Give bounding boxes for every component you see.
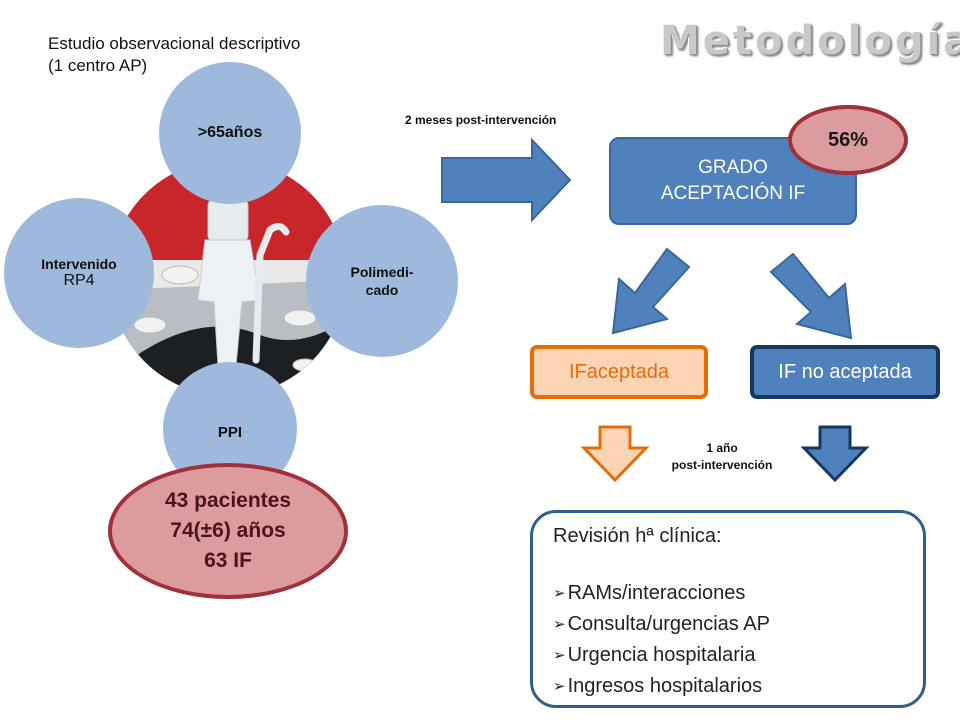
study-description: Estudio observacional descriptivo (1 cen… — [48, 33, 300, 77]
acceptance-percent: 56% — [827, 128, 869, 151]
post-intervention-2m-label: 2 meses post-intervención — [405, 113, 557, 127]
criteria-intervened-circle: Intervenido RP4 — [4, 198, 154, 348]
if-not-accepted-box: IF no aceptada — [750, 345, 940, 399]
criteria-polymedicated-label-1: Polimedi- — [350, 264, 414, 280]
post-1y-line-2: post-intervención — [671, 458, 773, 472]
study-line-2: (1 centro AP) — [48, 56, 148, 75]
post-intervention-1y-label: 1 año post-intervención — [654, 440, 790, 474]
acceptance-degree-line-1: GRADO — [698, 157, 768, 178]
patients-if: 63 IF — [204, 549, 252, 572]
patients-summary: 43 pacientes 74(±6) años 63 IF — [108, 463, 348, 599]
study-line-1: Estudio observacional descriptivo — [48, 34, 301, 53]
criteria-intervened-label-1: Intervenido — [41, 256, 117, 272]
if-accepted-label: IFaceptada — [568, 360, 670, 383]
if-accepted-box: IFaceptada — [530, 345, 708, 399]
blue-down-arrow-icon — [800, 425, 870, 483]
review-item: ➢RAMs/interacciones — [553, 582, 746, 604]
patients-count: 43 pacientes — [164, 489, 292, 512]
arrowhead-bullet-icon: ➢ — [553, 616, 566, 633]
review-item: ➢Urgencia hospitalaria — [553, 644, 756, 666]
acceptance-degree-line-2: ACEPTACIÓN IF — [660, 183, 806, 204]
right-arrow-icon — [441, 138, 572, 222]
arrowhead-bullet-icon: ➢ — [553, 678, 566, 695]
arrowhead-bullet-icon: ➢ — [553, 585, 566, 602]
page-title: Metodología — [660, 18, 960, 64]
if-not-accepted-label: IF no aceptada — [778, 360, 912, 383]
clinical-review-box: Revisión hª clínica: ➢RAMs/interacciones… — [530, 510, 926, 708]
criteria-age-label: >65años — [197, 124, 263, 141]
review-item: ➢Ingresos hospitalarios — [553, 675, 763, 697]
criteria-polymedicated-label-2: cado — [365, 282, 399, 298]
review-item: ➢Consulta/urgencias AP — [553, 613, 770, 635]
down-right-arrow-icon — [769, 252, 853, 340]
arrowhead-bullet-icon: ➢ — [553, 647, 566, 664]
clinical-review-heading: Revisión hª clínica: — [553, 525, 722, 547]
acceptance-percent-badge: 56% — [788, 105, 908, 175]
criteria-ppi-label: PPI — [217, 424, 243, 441]
down-left-arrow-icon — [611, 247, 691, 335]
orange-down-arrow-icon — [580, 425, 650, 483]
criteria-intervened-label-2: RP4 — [63, 272, 95, 289]
post-1y-line-1: 1 año — [706, 441, 738, 455]
criteria-polymedicated-circle: Polimedi- cado — [306, 205, 458, 357]
criteria-age-circle: >65años — [159, 62, 301, 204]
patients-age: 74(±6) años — [170, 519, 286, 542]
